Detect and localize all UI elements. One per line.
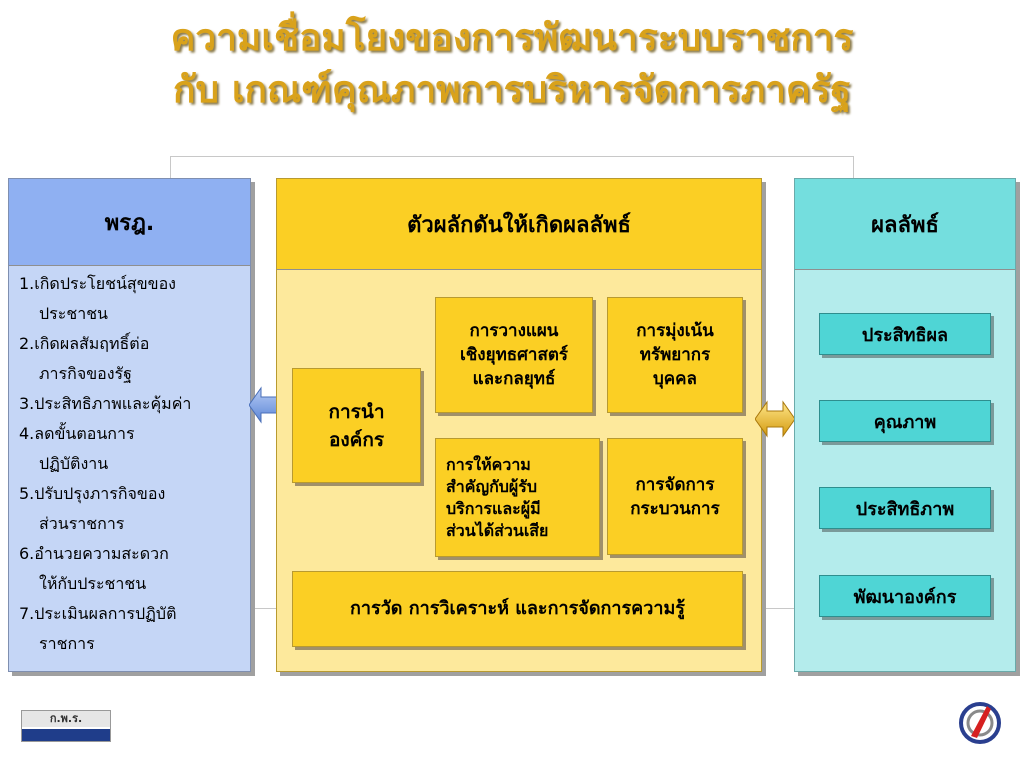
list-item: 3.ประสิทธิภาพและคุ้มค่า [19,394,192,413]
page-title-line1: ความเชื่อมโยงของการพัฒนาระบบราชการ [170,16,854,59]
left-panel: พรฎ. 1.เกิดประโยชน์สุขของประชาชน 2.เกิดผ… [8,178,251,672]
result-efficiency: ประสิทธิภาพ [819,487,991,529]
hr-focus-box: การมุ่งเน้น ทรัพยากร บุคคล [607,297,743,413]
opdc-logo: ก.พ.ร. [21,710,111,742]
list-item: 2.เกิดผลสัมฤทธิ์ต่อภารกิจของรัฐ [19,334,150,383]
frame-line-top [170,156,854,157]
left-panel-list: 1.เกิดประโยชน์สุขของประชาชน 2.เกิดผลสัมฤ… [19,269,246,659]
frame-line-right [853,156,854,178]
frame-line-left [170,156,171,178]
customer-focus-box: การให้ความ สำคัญกับผู้รับ บริการและผู้มี… [435,438,600,557]
center-panel-heading: ตัวผลักดันให้เกิดผลลัพธ์ [277,179,761,270]
measurement-knowledge-box: การวัด การวิเคราะห์ และการจัดการความรู้ [292,571,743,647]
result-organization-development: พัฒนาองค์กร [819,575,991,617]
list-item: 5.ปรับปรุงภารกิจของส่วนราชการ [19,484,166,533]
list-item: 7.ประเมินผลการปฏิบัติราชการ [19,604,177,653]
list-item: 1.เกิดประโยชน์สุขของประชาชน [19,274,176,323]
result-effectiveness: ประสิทธิผล [819,313,991,355]
leadership-box: การนำ องค์กร [292,368,421,483]
list-item: 4.ลดขั้นตอนการปฏิบัติงาน [19,424,135,473]
double-arrow-right-icon [755,400,795,438]
process-management-box: การจัดการ กระบวนการ [607,438,743,555]
right-panel-heading: ผลลัพธ์ [795,179,1015,270]
list-item: 6.อำนวยความสะดวกให้กับประชาชน [19,544,169,593]
frame-line-bottom-left [251,608,276,609]
left-panel-heading: พรฎ. [9,179,250,266]
page-title-line2: กับ เกณฑ์คุณภาพการบริหารจัดการภาครัฐ [173,68,851,111]
strategic-planning-box: การวางแผน เชิงยุทธศาสตร์ และกลยุทธ์ [435,297,593,413]
result-quality: คุณภาพ [819,400,991,442]
emblem-logo-icon [959,702,1001,744]
right-panel: ผลลัพธ์ ประสิทธิผล คุณภาพ ประสิทธิภาพ พั… [794,178,1016,672]
frame-line-bottom-right [762,608,794,609]
